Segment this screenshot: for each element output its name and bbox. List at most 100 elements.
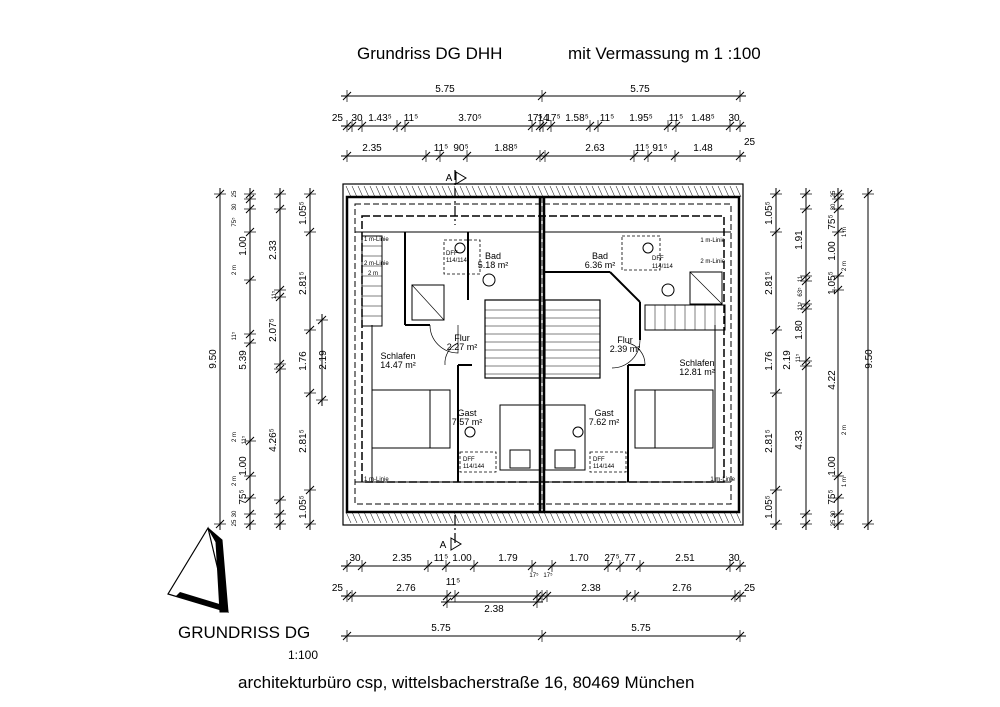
dim-right-c-3: 11⁵ bbox=[797, 301, 804, 310]
dimension-tick bbox=[771, 485, 781, 495]
roof-hatch bbox=[657, 185, 664, 198]
dimension-tick bbox=[305, 325, 315, 335]
dimension-tick bbox=[400, 121, 410, 131]
dimension-tick bbox=[245, 189, 255, 199]
dim-right-c-0: 1.91 bbox=[794, 230, 805, 250]
shower-right bbox=[689, 271, 723, 305]
roof-hatch bbox=[603, 511, 610, 524]
dimension-tick bbox=[801, 276, 811, 286]
dimension-tick bbox=[629, 151, 639, 161]
dim-left-b-6: 2 m bbox=[232, 476, 238, 486]
dimension-tick bbox=[537, 91, 547, 101]
dimension-tick bbox=[771, 227, 781, 237]
roof-hatch bbox=[459, 511, 466, 524]
dim-top-row1-9: 11⁵ bbox=[600, 113, 615, 124]
dim-left-a-0: 1.00 bbox=[238, 236, 249, 256]
dff-label-bad-left: DFF bbox=[446, 251, 458, 257]
dim-top-row1-10: 1.95⁵ bbox=[629, 113, 653, 124]
roof-hatch bbox=[429, 185, 436, 198]
door-swing-flur-right bbox=[611, 339, 641, 369]
dimension-tick bbox=[215, 189, 225, 199]
dimension-tick bbox=[833, 285, 843, 295]
roof-hatch bbox=[363, 511, 370, 524]
dimension-tick bbox=[730, 591, 740, 601]
roof-hatch bbox=[699, 185, 706, 198]
roof-window-gast-left bbox=[459, 451, 497, 473]
dim-bottom-row1-2: 11⁵ bbox=[434, 553, 449, 564]
roof-hatch bbox=[549, 185, 556, 198]
roof-hatch bbox=[579, 511, 586, 524]
dim-bottom-row3-0: 2.38 bbox=[484, 604, 504, 615]
dimension-tick bbox=[347, 121, 357, 131]
dim-bottom-row2-1: 2.76 bbox=[396, 583, 416, 594]
dimension-tick bbox=[622, 591, 632, 601]
roof-hatch bbox=[369, 511, 376, 524]
roof-hatch bbox=[351, 511, 358, 524]
dim-left-e: 2.19 bbox=[318, 350, 329, 370]
dim-left-b-3: 2 m bbox=[232, 265, 238, 275]
roof-hatch bbox=[561, 511, 568, 524]
dimension-tick bbox=[735, 591, 745, 601]
dimension-tick bbox=[630, 591, 640, 601]
room-area-left-0: 5.18 m² bbox=[478, 260, 509, 270]
room-name-right-0: Bad bbox=[592, 251, 608, 261]
dimension-tick bbox=[275, 292, 285, 302]
dff-size-gast-left: 114/144 bbox=[463, 464, 485, 470]
bed-gast-right-pillow bbox=[554, 449, 576, 469]
roof-hatch bbox=[699, 511, 706, 524]
roof-hatch bbox=[675, 185, 682, 198]
roof-hatch bbox=[693, 511, 700, 524]
dim-right-a-4: 1.05⁵ bbox=[764, 495, 775, 519]
dimension-tick bbox=[670, 151, 680, 161]
roof-window-bad-right bbox=[621, 235, 661, 271]
roof-hatch bbox=[429, 511, 436, 524]
roof-hatch bbox=[651, 511, 658, 524]
room-name-right-2: Schlafen bbox=[679, 358, 714, 368]
roof-hatch bbox=[405, 511, 412, 524]
dim-bottom-row2-5: 2.38 bbox=[581, 583, 601, 594]
dimension-tick bbox=[245, 509, 255, 519]
roof-hatch bbox=[483, 511, 490, 524]
roof-hatch bbox=[465, 185, 472, 198]
roof-hatch bbox=[627, 511, 634, 524]
dim-right-d-9: 25 bbox=[831, 519, 837, 526]
dimension-tick bbox=[643, 151, 653, 161]
roof-hatch bbox=[489, 511, 496, 524]
dim-top-row2-3: 1.88⁵ bbox=[494, 143, 518, 154]
dimension-tick bbox=[801, 271, 811, 281]
room-name-left-0: Bad bbox=[485, 251, 501, 261]
dimension-tick bbox=[771, 189, 781, 199]
bed-gast-pillow bbox=[509, 449, 531, 469]
shower-diagonal bbox=[411, 284, 445, 321]
dimension-tick bbox=[771, 325, 781, 335]
room-area-right-2: 12.81 m² bbox=[679, 367, 715, 377]
dim-bottom-total-left: 5.75 bbox=[431, 623, 451, 634]
dim-left-b-1: 30 bbox=[232, 203, 238, 210]
roof-hatch bbox=[567, 511, 574, 524]
dim-top-row1-1: 30 bbox=[351, 113, 363, 124]
dimension-tick bbox=[275, 509, 285, 519]
dimension-tick bbox=[245, 519, 255, 529]
roof-hatch bbox=[729, 185, 736, 198]
roof-hatch bbox=[723, 185, 730, 198]
dim-right-c-6: 4.33 bbox=[794, 430, 805, 450]
dim-right-c-1: 11 bbox=[798, 275, 804, 282]
dim-right-a-3: 2.81⁵ bbox=[764, 429, 775, 453]
door-swing-schlafen-right bbox=[627, 342, 646, 366]
dimension-tick bbox=[275, 204, 285, 214]
room-name-right-3: Gast bbox=[594, 408, 614, 418]
roof-hatch bbox=[591, 511, 598, 524]
roof-hatch bbox=[399, 511, 406, 524]
dimension-tick bbox=[540, 151, 550, 161]
roof-window-gast-right bbox=[589, 451, 627, 473]
dimension-tick bbox=[585, 121, 595, 131]
dim-top-row1-0: 25 bbox=[332, 113, 344, 124]
dimension-tick bbox=[305, 485, 315, 495]
wall-bad-right-diagonal bbox=[609, 271, 641, 303]
m-line-label-tr: 1 m-Linie bbox=[700, 238, 725, 244]
dim-left-b-4: 2 m bbox=[232, 432, 238, 442]
dim-right-a-1: 2.81⁵ bbox=[764, 271, 775, 295]
roof-hatch bbox=[549, 511, 556, 524]
dimension-tick bbox=[663, 121, 673, 131]
roof-hatch bbox=[519, 511, 526, 524]
